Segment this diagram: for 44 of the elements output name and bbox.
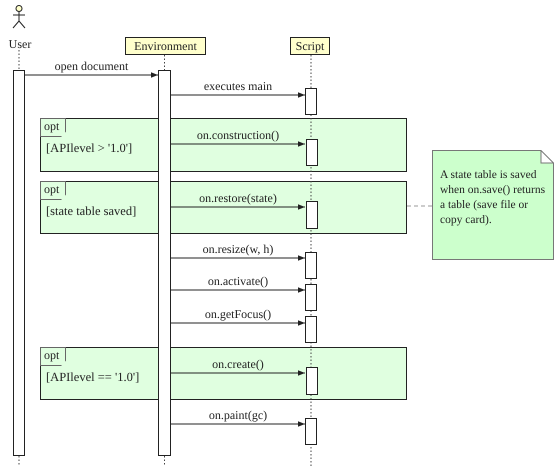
message-arrow [170,92,306,98]
message-label: on.construction() [196,129,280,142]
note-text: A state table is saved when on.save() returns a table (save file or copy card). [440,168,546,228]
activation-bar [305,284,317,311]
message-label: on.restore(state) [199,192,277,205]
message-label: on.activate() [208,275,268,288]
message-arrow [170,141,306,147]
guard-condition: [APIlevel == '1.0'] [46,370,140,385]
activation-bar [158,70,171,456]
fragment-tab: opt [40,347,66,366]
fragment-tab: opt [40,181,66,200]
activation-bar [306,201,318,229]
participant-box: Environment [125,37,206,55]
message-arrow [170,287,306,293]
actor-label: User [8,37,32,52]
message-arrow [170,320,306,326]
guard-condition: [APIlevel > '1.0'] [46,141,132,156]
activation-bar [305,418,317,445]
activation-bar [13,70,25,456]
activation-bar [305,88,317,115]
activation-bar [306,139,318,166]
fragment-tab: opt [40,118,66,137]
message-label: executes main [204,80,272,93]
message-label: on.paint(gc) [208,409,268,422]
note [432,150,554,260]
message-arrow [24,72,158,78]
lifeline [18,50,20,70]
message-arrow [170,255,306,261]
participant-box: Script [290,37,330,55]
message-arrow [170,370,306,376]
activation-bar [305,252,317,279]
lifeline [164,54,165,70]
message-label: on.resize(w, h) [202,243,274,256]
opt-fragment [40,181,407,234]
message-label: on.getFocus() [204,308,272,321]
opt-fragment [40,118,407,172]
opt-fragment [40,347,407,400]
message-arrow [170,421,306,427]
message-label: on.create() [212,358,264,371]
activation-bar [305,316,317,343]
activation-bar [306,367,318,395]
guard-condition: [state table saved] [46,204,136,219]
message-label: open document [54,60,128,73]
message-arrow [170,204,306,210]
